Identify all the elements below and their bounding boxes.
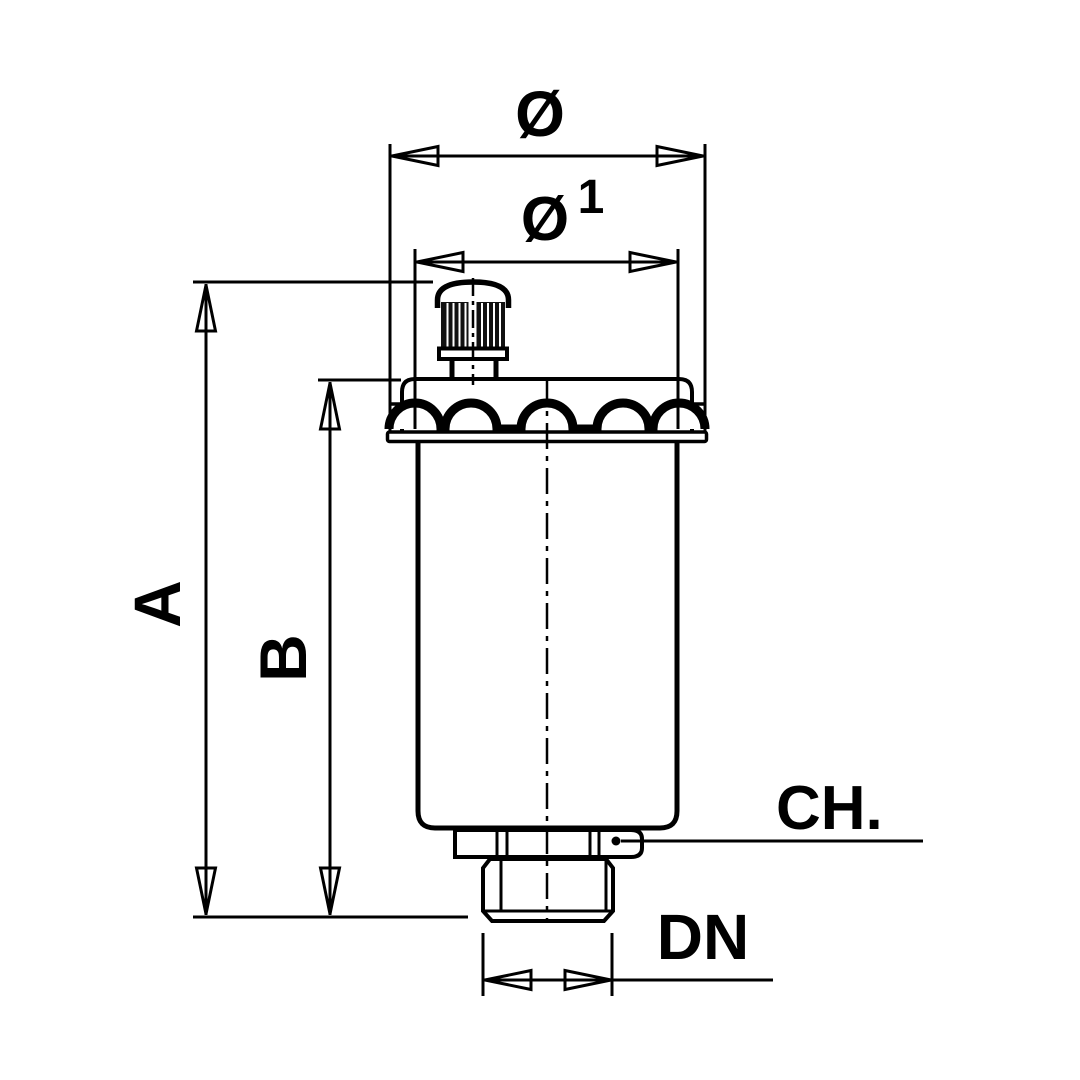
knurl-stripes [446,303,501,347]
valve-body [415,441,680,831]
dimension-cap-diameter [413,249,680,429]
vent-cap-stem [449,359,499,381]
label-cap-diameter: Ø [521,185,569,254]
dimension-body-height [318,378,401,916]
dimensions [193,144,923,996]
hex-flange [453,828,644,859]
label-nominal-bore: DN [657,901,749,973]
leader-dot [611,836,621,846]
label-outer-diameter: Ø [515,78,565,150]
leader-wrench-flats [611,836,923,846]
dimension-nominal-bore [481,933,773,996]
label-wrench-flats: CH. [776,774,883,843]
extension-lines [413,249,680,429]
valve-device [384,279,710,923]
hex-flange-face-lines [495,830,601,857]
extension-lines [481,933,614,996]
hex-flange-outline [453,828,644,859]
label-cap-diameter-index: 1 [578,171,605,224]
label-body-height: B [246,634,320,682]
dimension-overall-height [193,280,468,919]
extension-lines [388,144,707,432]
label-overall-height: A [120,580,194,628]
centerlines [471,278,549,921]
dimension-outer-diameter [388,144,707,432]
dimension-labels: Ø Ø 1 A B CH. DN [120,78,883,973]
